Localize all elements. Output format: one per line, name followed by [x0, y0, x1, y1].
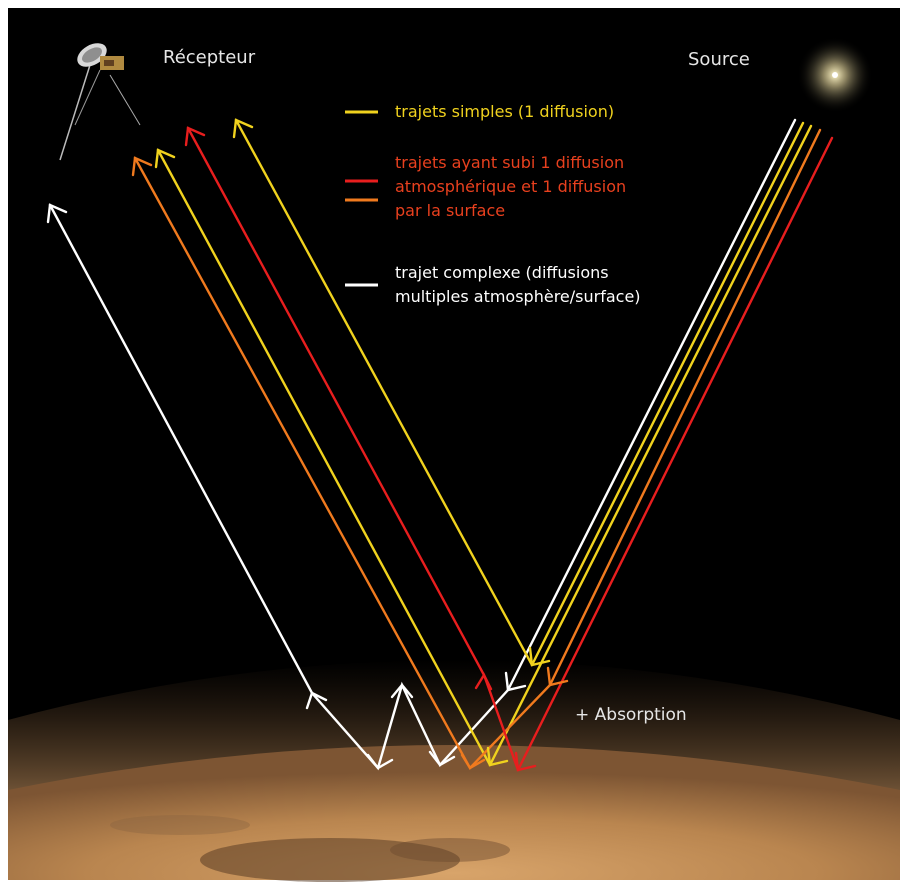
- arrowhead-icon: [390, 683, 414, 699]
- spacecraft-icon: [59, 43, 141, 161]
- arrowhead-icon: [528, 646, 551, 667]
- simple-path-yellow: [234, 118, 534, 667]
- arrowhead-icon: [154, 148, 176, 169]
- legend-text-complex: trajet complexe (diffusions multiples at…: [395, 263, 641, 306]
- incoming-ray-yellow: [488, 124, 813, 767]
- legend-text-atmo-surface: trajets ayant subi 1 diffusion atmosphér…: [395, 153, 627, 220]
- arrowhead-icon: [305, 691, 328, 710]
- arrowhead-icon: [428, 750, 456, 767]
- arrowhead-icon: [366, 753, 394, 770]
- receiver-label: Récepteur: [163, 47, 256, 68]
- absorption-label: + Absorption: [575, 705, 687, 725]
- simple-path-yellow: [156, 148, 492, 767]
- arrowhead-icon: [546, 666, 569, 687]
- incoming-ray-white: [506, 118, 797, 692]
- incoming-ray-orange: [548, 128, 822, 687]
- sun-icon: [797, 37, 873, 113]
- incoming-ray-yellow: [530, 121, 805, 667]
- arrowhead-icon: [184, 126, 206, 147]
- arrowhead-icon: [131, 156, 153, 177]
- arrowhead-icon: [232, 118, 254, 139]
- legend-text-simple: trajets simples (1 diffusion): [395, 102, 615, 121]
- arrowhead-icon: [514, 751, 537, 772]
- surface-dark-patch: [200, 838, 460, 882]
- source-label: Source: [688, 49, 750, 70]
- arrowhead-icon: [460, 753, 486, 770]
- complex-path-white: [48, 203, 510, 771]
- surface-dark-patch: [110, 815, 250, 835]
- arrowhead-icon: [46, 203, 68, 224]
- incoming-ray-red: [516, 136, 834, 772]
- arrowhead-icon: [486, 746, 509, 767]
- arrowhead-icon: [504, 671, 527, 692]
- surface-dark-patch: [390, 838, 510, 862]
- arrow-heads: [46, 118, 569, 772]
- arrowhead-icon: [474, 672, 493, 691]
